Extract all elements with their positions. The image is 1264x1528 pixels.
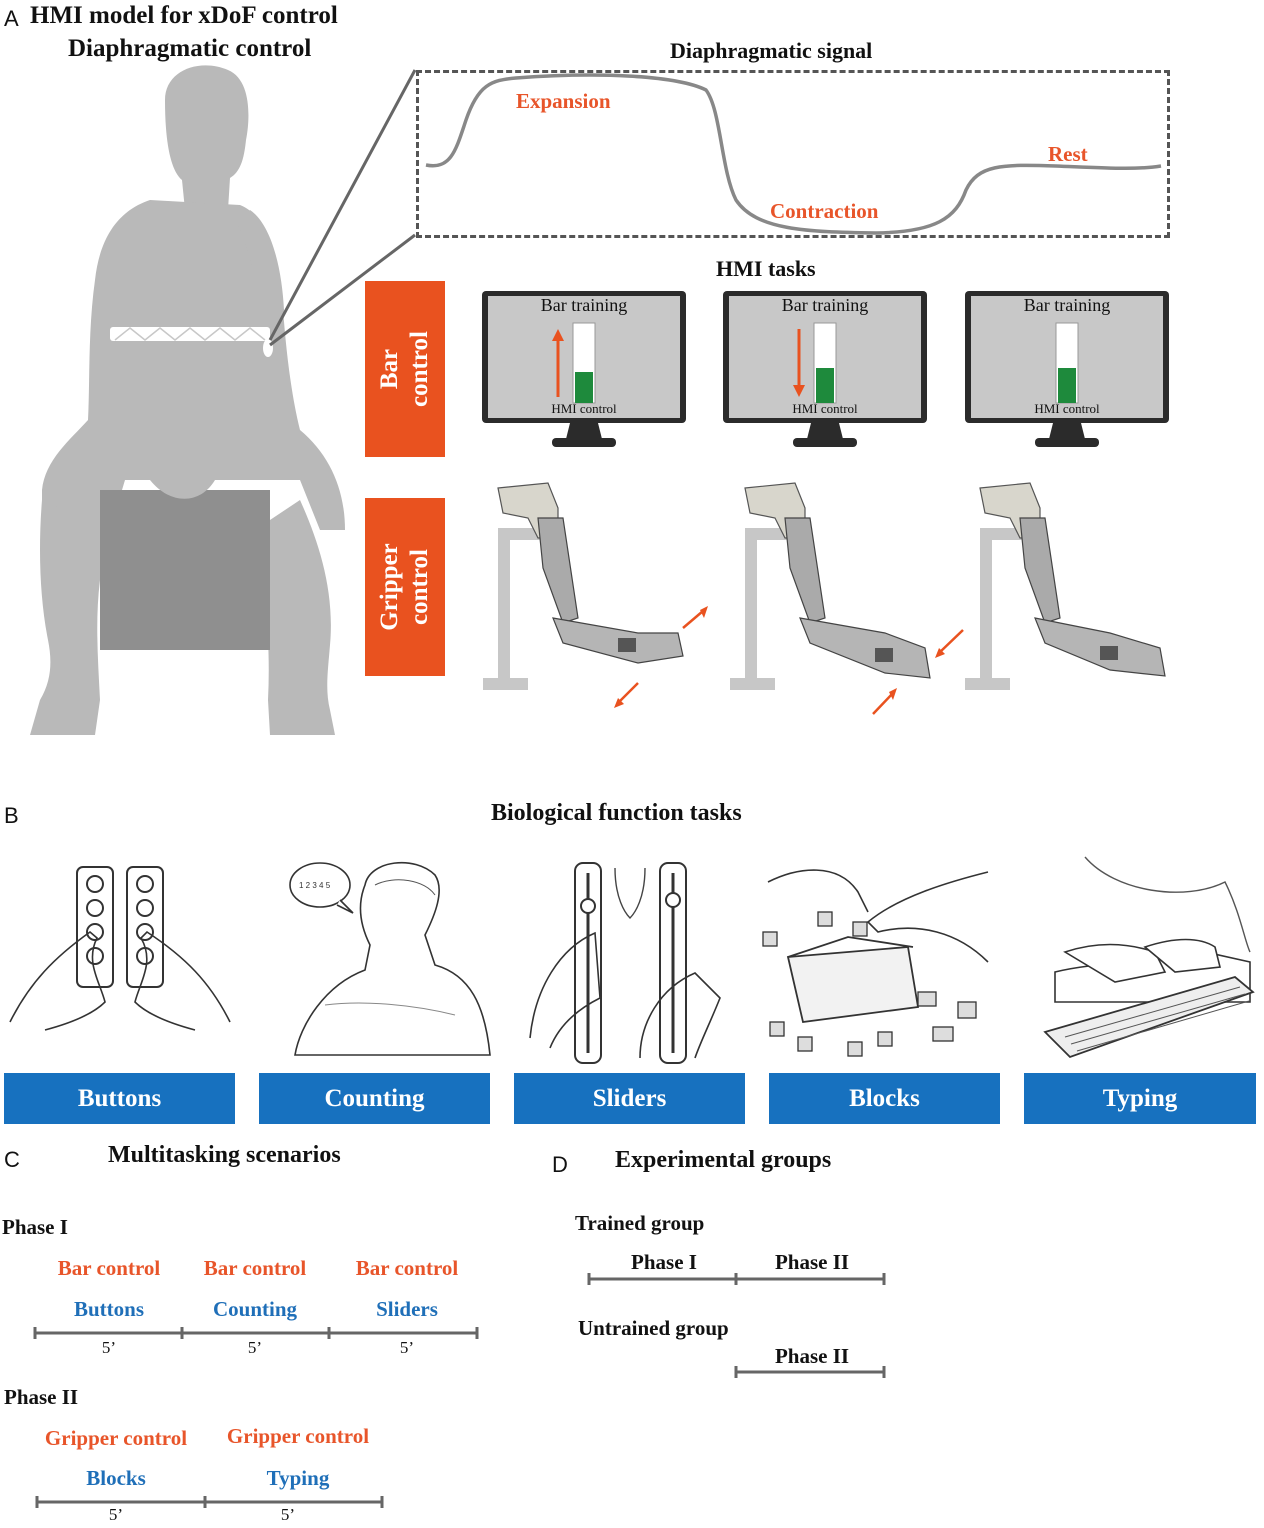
phase1-orange-2: Bar control [203, 1256, 307, 1280]
phase2-blue-1: Blocks [86, 1466, 146, 1490]
panel-c-title: Multitasking scenarios [108, 1142, 341, 1168]
phase2-timeline [35, 1496, 384, 1508]
phase1-timeline [33, 1327, 479, 1339]
monitor-frame [965, 291, 1169, 447]
seated-person-silhouette [30, 65, 345, 735]
monitor-1-title: Bar training [540, 295, 628, 315]
signal-box [416, 70, 1170, 238]
panel-b-letter: B [4, 803, 19, 828]
untrained-timeline [734, 1366, 886, 1378]
untrained-group-label: Untrained group [578, 1316, 729, 1340]
signal-label-rest: Rest [1048, 142, 1088, 166]
svg-text:1 2 3 4 5: 1 2 3 4 5 [299, 881, 331, 890]
phase2-orange-1: Gripper control [44, 1426, 188, 1450]
bar-fill [816, 368, 834, 403]
monitor-3-title: Bar training [1023, 295, 1111, 315]
signal-title: Diaphragmatic signal [670, 38, 873, 63]
robot-arm-1 [483, 482, 708, 708]
phase2-duration-2: 5’ [280, 1505, 296, 1524]
phase1-blue-3: Sliders [376, 1297, 438, 1321]
buttons-illustration [9, 866, 231, 1031]
task-tab-typing: Typing [1024, 1073, 1256, 1124]
phase1-orange-1: Bar control [57, 1256, 161, 1280]
gripper-control-block: Gripper control [365, 498, 445, 676]
monitor-1-footer: HMI control [551, 401, 617, 416]
blocks-illustration [762, 857, 989, 1057]
signal-label-contraction: Contraction [770, 199, 879, 223]
monitor-frame [723, 291, 927, 447]
phase2-orange-2: Gripper control [226, 1424, 370, 1448]
panel-b-title: Biological function tasks [491, 800, 742, 826]
bar-fill [575, 372, 593, 403]
sliders-illustration [529, 862, 721, 1064]
trained-timeline [587, 1273, 886, 1285]
panel-a-title: HMI model for xDoF control [30, 2, 338, 29]
hmi-tasks-title: HMI tasks [716, 256, 816, 281]
task-tab-counting: Counting [259, 1073, 490, 1124]
monitor-2-title: Bar training [781, 295, 869, 315]
robot-arm-3 [965, 482, 1166, 690]
bar-fill [1058, 368, 1076, 403]
phase2-duration-1: 5’ [108, 1505, 124, 1524]
phase1-orange-3: Bar control [355, 1256, 459, 1280]
phase1-label: Phase I [2, 1215, 68, 1239]
phase1-duration-1: 5’ [101, 1338, 117, 1357]
phase1-blue-2: Counting [212, 1297, 298, 1321]
monitor-3: Bar training HMI control [965, 291, 1169, 451]
bar-control-line2: control [406, 331, 433, 407]
typing-illustration [1043, 856, 1255, 1059]
zoom-lines [268, 69, 417, 347]
monitor-3-footer: HMI control [1034, 401, 1100, 416]
panel-a-letter: A [4, 6, 19, 31]
monitor-2-footer: HMI control [792, 401, 858, 416]
trained-phase-1: Phase I [631, 1250, 697, 1274]
trained-phase-2: Phase II [774, 1250, 850, 1274]
panel-d-letter: D [552, 1152, 568, 1177]
robot-arm-2 [730, 482, 964, 715]
monitor-1: Bar training HMI control [482, 291, 686, 451]
panel-d-title: Experimental groups [615, 1147, 832, 1173]
phase1-blue-1: Buttons [73, 1297, 145, 1321]
counting-illustration: 1 2 3 4 5 [289, 861, 491, 1056]
task-tab-buttons: Buttons [4, 1073, 235, 1124]
task-tab-sliders: Sliders [514, 1073, 745, 1124]
untrained-phase-2: Phase II [774, 1344, 850, 1368]
panel-a-subtitle: Diaphragmatic control [68, 35, 312, 62]
gripper-control-line1: Gripper [376, 543, 403, 631]
monitor-frame [482, 291, 686, 447]
phase2-blue-2: Typing [266, 1466, 330, 1490]
bar-control-block: Bar control [365, 281, 445, 457]
bar-control-line1: Bar [376, 348, 403, 390]
trained-group-label: Trained group [575, 1211, 705, 1235]
phase2-label: Phase II [4, 1385, 79, 1409]
phase1-duration-3: 5’ [399, 1338, 415, 1357]
task-tab-blocks: Blocks [769, 1073, 1000, 1124]
signal-trace [425, 73, 1162, 235]
signal-label-expansion: Expansion [516, 89, 611, 113]
panel-c-letter: C [4, 1147, 20, 1172]
gripper-control-line2: control [406, 549, 433, 625]
phase1-duration-2: 5’ [247, 1338, 263, 1357]
monitor-2: Bar training HMI control [723, 291, 927, 451]
